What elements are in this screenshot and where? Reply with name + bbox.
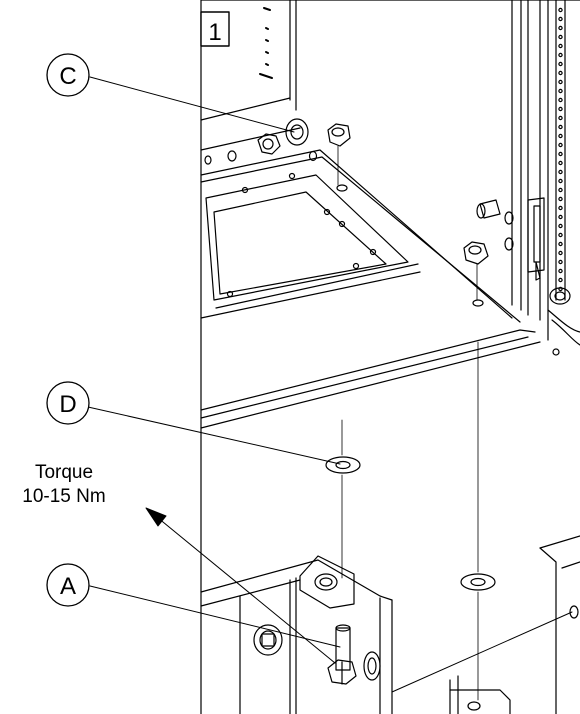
- assembly-guide-lines: [341, 341, 479, 701]
- perforation: [558, 61, 563, 67]
- perforation: [558, 178, 563, 184]
- perforation: [558, 277, 563, 283]
- callout-c: C: [46, 53, 90, 97]
- perforation: [558, 34, 563, 40]
- torque-note: Torque 10-15 Nm: [22, 462, 105, 507]
- perforation: [558, 214, 563, 220]
- callout-a: A: [46, 563, 90, 607]
- perforation: [558, 142, 563, 148]
- cabinet-floor: [200, 97, 541, 429]
- plinth-right: [449, 535, 580, 714]
- perforation: [558, 232, 563, 238]
- perforation: [558, 133, 563, 139]
- perforation: [558, 79, 563, 85]
- plinth-bracket: [200, 555, 393, 714]
- callout-c-letter: C: [59, 63, 76, 90]
- perforation: [558, 241, 563, 247]
- step-number-box: 1: [200, 11, 230, 47]
- hinge-strip: [555, 0, 566, 301]
- washer-d: [325, 456, 361, 474]
- perforation: [558, 115, 563, 121]
- perforation: [558, 151, 563, 157]
- perforation: [558, 187, 563, 193]
- perforation: [558, 223, 563, 229]
- perforation: [558, 16, 563, 22]
- perforation: [558, 286, 563, 292]
- perforation: [558, 196, 563, 202]
- torque-label: Torque: [35, 462, 93, 483]
- hex-nut-loose: [463, 241, 489, 301]
- fastener-c: [257, 118, 351, 186]
- perforation: [558, 106, 563, 112]
- perforation: [558, 52, 563, 58]
- perforation: [558, 268, 563, 274]
- scale-marks: [259, 7, 273, 79]
- bolt-a: [327, 624, 357, 685]
- perforation: [558, 70, 563, 76]
- leader-lines: [87, 76, 573, 693]
- perforation: [558, 43, 563, 49]
- perforation: [558, 250, 563, 256]
- perforation: [558, 88, 563, 94]
- perforation: [558, 160, 563, 166]
- callout-d: D: [46, 381, 90, 425]
- callout-a-letter: A: [60, 573, 76, 600]
- perforation: [558, 124, 563, 130]
- perforation: [558, 7, 563, 13]
- perforation: [558, 205, 563, 211]
- perforation: [558, 259, 563, 265]
- torque-value: 10-15 Nm: [22, 486, 105, 507]
- perforation: [558, 25, 563, 31]
- cabinet-frame: [200, 0, 580, 714]
- perforation: [558, 169, 563, 175]
- callout-d-letter: D: [59, 391, 76, 418]
- perforation: [558, 97, 563, 103]
- washer-lower: [460, 573, 496, 591]
- door-pin: [476, 197, 580, 356]
- step-number: 1: [208, 19, 221, 46]
